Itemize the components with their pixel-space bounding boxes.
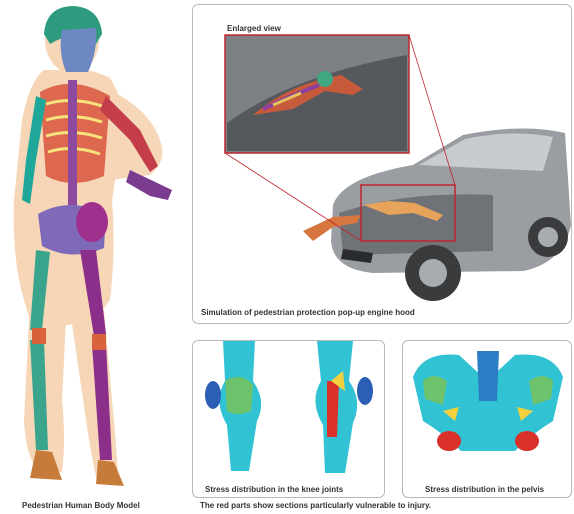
knee-stress-panel: Stress distribution in the knee joints	[192, 340, 385, 498]
zoom-leader-line-right	[408, 34, 456, 186]
human-body-model-figure: Pedestrian Human Body Model	[0, 0, 190, 510]
hood-highlight-box	[360, 184, 456, 242]
car-simulation-illustration	[224, 34, 571, 301]
pelvis-caption: Stress distribution in the pelvis	[425, 485, 545, 494]
left-knee-model	[205, 341, 262, 471]
rib-cage	[40, 80, 110, 210]
right-femur	[80, 250, 106, 336]
right-knee-model	[315, 341, 373, 473]
left-tibia	[30, 340, 48, 450]
front-grille	[341, 249, 373, 263]
knee-stress-illustration	[205, 341, 373, 473]
knee-caption: Stress distribution in the knee joints	[205, 485, 344, 494]
hip-bone	[76, 202, 108, 242]
right-foot	[96, 460, 124, 486]
pelvis-stress-panel: Stress distribution in the pelvis	[402, 340, 572, 498]
pelvis-model	[413, 351, 563, 451]
right-knee-joint	[92, 334, 106, 350]
left-foot	[30, 450, 62, 480]
left-arm-bones	[22, 96, 46, 204]
pedestrian-on-hood	[363, 201, 443, 221]
pelvis-stress-hotspot-left	[437, 431, 461, 451]
enlarged-view-label: Enlarged view	[227, 24, 281, 33]
zoom-leader-line-left	[224, 152, 362, 242]
right-hand	[126, 170, 172, 200]
face-panel	[60, 28, 97, 72]
left-femur	[30, 250, 50, 330]
right-arm-bones	[100, 96, 158, 172]
left-knee-joint	[32, 328, 46, 344]
human-body-model-illustration	[13, 6, 172, 486]
simulation-panel: Enlarged view Simulation of pedestrian p…	[192, 4, 572, 324]
vulnerability-footnote: The red parts show sections particularly…	[200, 501, 432, 510]
right-tibia	[92, 344, 112, 460]
car-body	[331, 128, 571, 301]
enlarged-pedestrian	[253, 75, 363, 115]
pelvis-stress-illustration	[413, 351, 563, 451]
knee-stress-hotspot	[327, 381, 339, 437]
pelvis-stress-hotspot-right	[515, 431, 539, 451]
body-model-caption: Pedestrian Human Body Model	[22, 501, 140, 510]
simulation-caption: Simulation of pedestrian protection pop-…	[201, 308, 415, 317]
pedestrian-legs	[303, 215, 361, 241]
